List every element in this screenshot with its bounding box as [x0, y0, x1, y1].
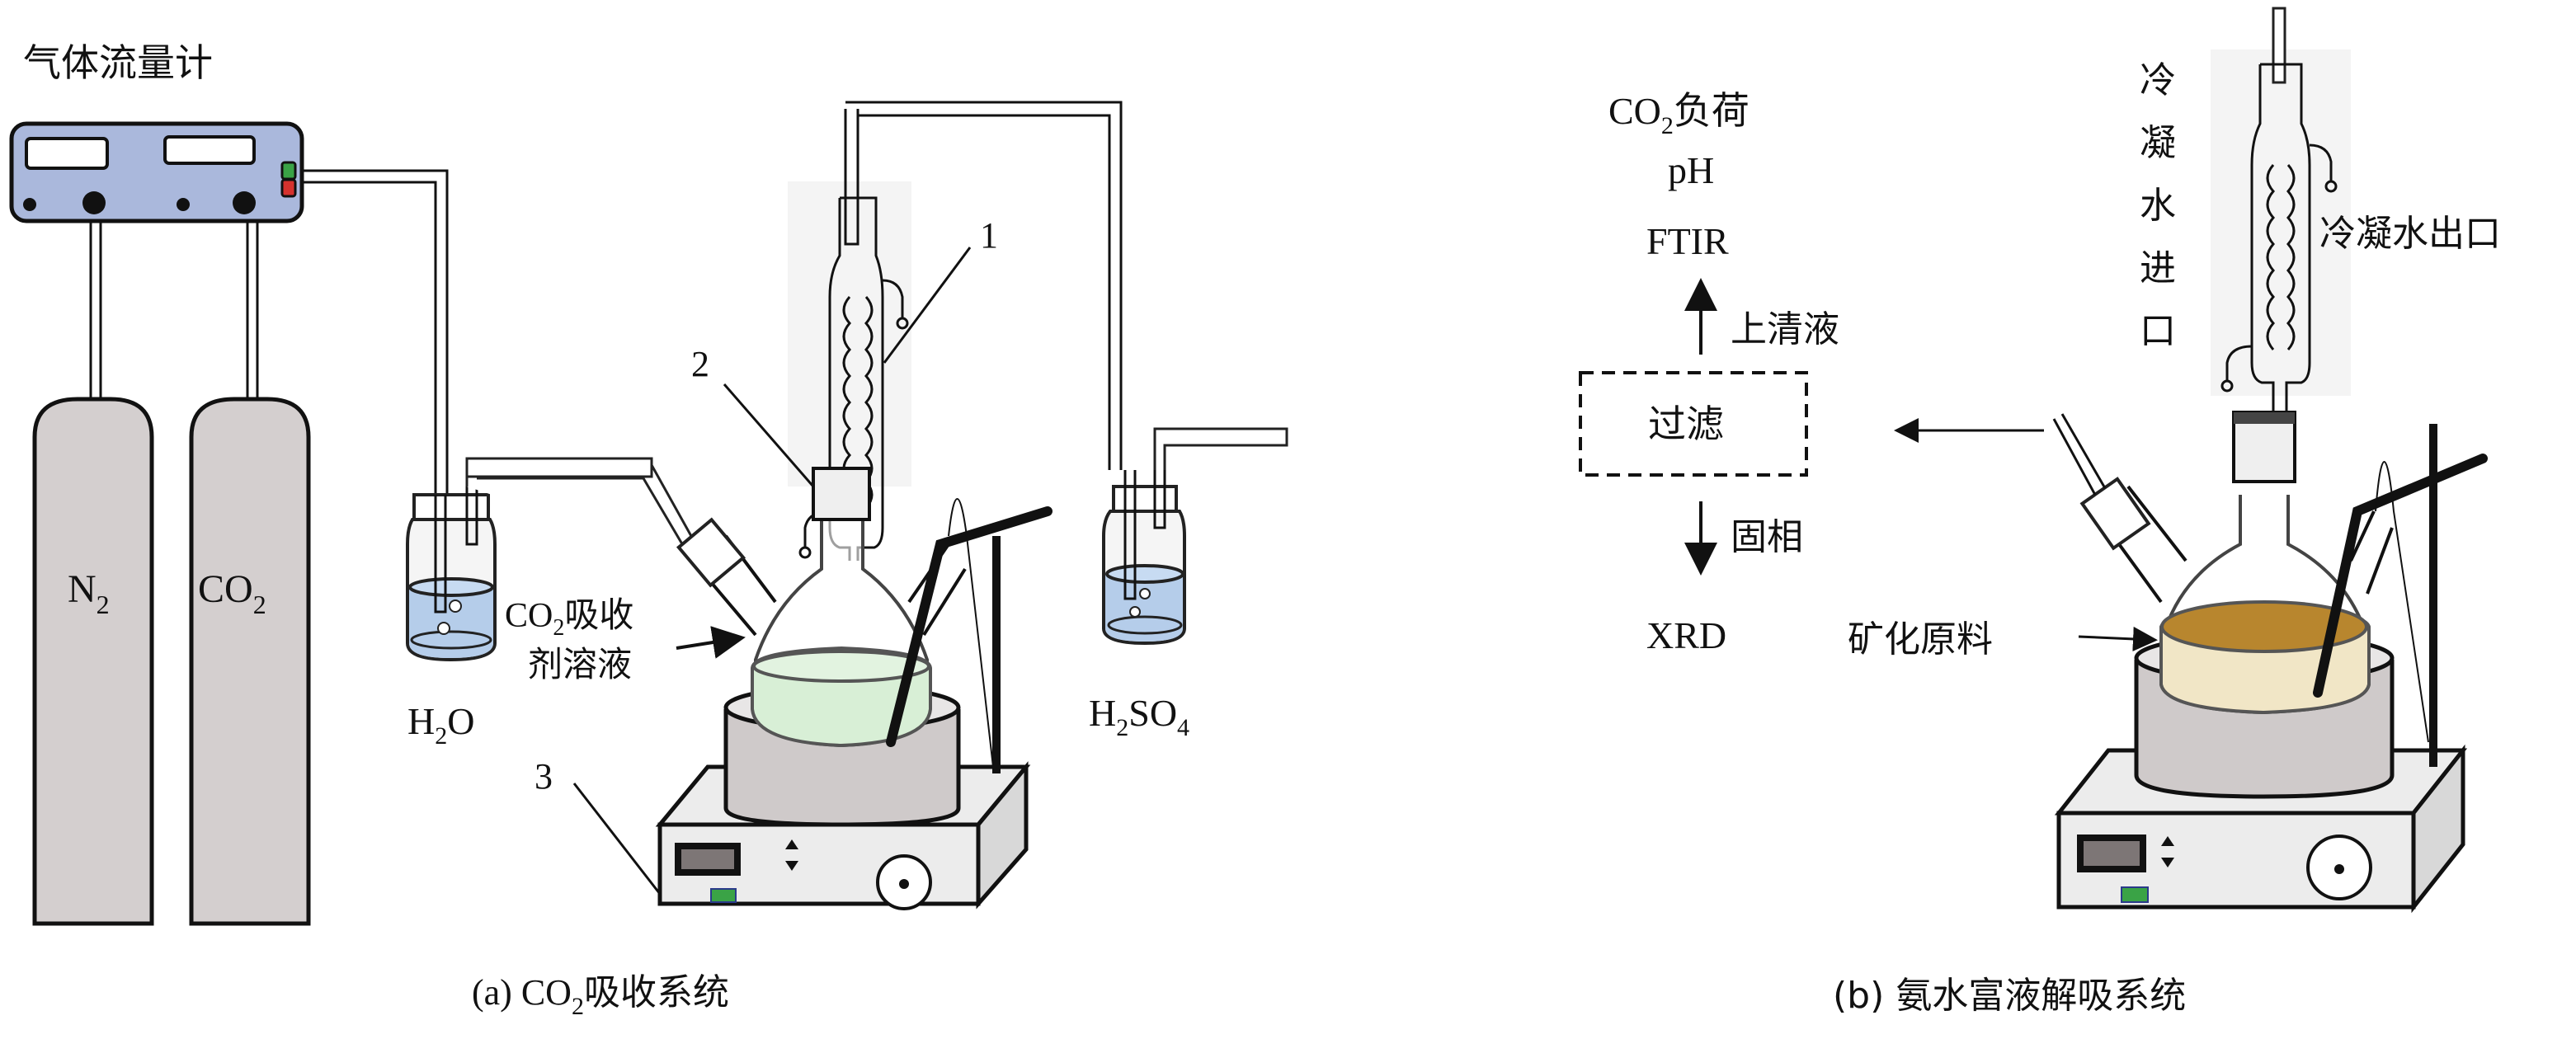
flask-a	[676, 467, 1053, 773]
flowmeter	[9, 121, 304, 223]
svg-text:冷: 冷	[2140, 59, 2176, 101]
led-green	[280, 161, 297, 181]
power-led	[710, 888, 737, 903]
cylinder-label: CO	[198, 567, 253, 611]
cylinder-co2: CO2	[189, 397, 311, 926]
svg-text:H2SO4: H2SO4	[1089, 692, 1189, 741]
h2so4-bottle: H2SO4	[1089, 427, 1288, 741]
supernatant-label: 上清液	[1731, 308, 1839, 350]
condenser-inlet-label: 冷 凝 水 进 口	[2140, 59, 2176, 352]
absorbent-label-line1: CO2吸收	[505, 595, 633, 641]
callout-3-leader	[572, 783, 662, 895]
callout-2: 2	[691, 344, 709, 384]
svg-text:水: 水	[2140, 185, 2176, 227]
flask-b	[2052, 411, 2488, 767]
thermometer	[2313, 454, 2488, 698]
h2o-bottle: H2O	[406, 487, 497, 750]
condenser-b	[2211, 7, 2351, 421]
up-down-arrows-icon[interactable]	[2161, 836, 2174, 867]
mineral-slurry	[2160, 600, 2368, 653]
material-label: 矿化原料	[1848, 618, 1993, 661]
up-down-arrows-icon[interactable]	[785, 839, 798, 871]
ftir-label: FTIR	[1646, 220, 1729, 262]
flowmeter-knob-n2[interactable]	[82, 191, 106, 214]
filter-box	[1579, 371, 1808, 477]
flowmeter-display-right	[163, 135, 256, 165]
power-led	[2121, 886, 2149, 903]
connection-tube	[465, 463, 709, 571]
co2-loading-label: CO2负荷	[1608, 88, 1750, 139]
condenser-outlet-label: 冷凝水出口	[2319, 213, 2501, 255]
flowmeter-dot	[177, 198, 190, 211]
flowmeter-dot	[23, 198, 36, 211]
callout-1-leader	[883, 247, 972, 364]
flowmeter-display-left	[25, 137, 109, 170]
flowmeter-knob-co2[interactable]	[233, 191, 256, 214]
vent-tube	[1153, 427, 1288, 470]
absorbent-arrow	[676, 626, 746, 659]
condenser-a	[788, 101, 1123, 561]
gas-tube	[302, 169, 449, 614]
connection-tube-top	[465, 457, 653, 478]
svg-text:口: 口	[2140, 310, 2176, 352]
material-arrow	[2078, 626, 2158, 651]
cylinder-tubes	[89, 221, 259, 401]
filter-label: 过滤	[1648, 402, 1724, 446]
callout-3: 3	[535, 756, 553, 797]
svg-text:凝: 凝	[2140, 122, 2176, 164]
panel-a: 气体流量计 N2 CO2	[9, 40, 1288, 1020]
flowmeter-label: 气体流量计	[23, 40, 213, 85]
caption-a: (a) CO2吸收系统	[472, 971, 729, 1020]
svg-text:CO2: CO2	[198, 567, 266, 619]
svg-text:N2: N2	[68, 567, 110, 619]
svg-text:H2O: H2O	[407, 700, 474, 750]
caption-b: (b) 氨水富液解吸系统	[1833, 975, 2186, 1017]
cylinder-n2: N2	[32, 397, 154, 926]
thermometer	[886, 506, 1053, 747]
panel-b: CO2负荷 pH FTIR 上清液 过滤 固相 XRD 冷 凝 水	[1579, 7, 2501, 1017]
xrd-label: XRD	[1646, 614, 1726, 656]
callout-1: 1	[980, 215, 998, 256]
ph-label: pH	[1668, 149, 1714, 191]
svg-text:进: 进	[2140, 247, 2176, 289]
cylinder-label: N	[68, 567, 97, 611]
callout-2-leader	[723, 383, 815, 487]
solid-label: 固相	[1731, 516, 1803, 558]
absorbent-label-line2: 剂溶液	[528, 644, 632, 684]
led-red	[280, 178, 297, 198]
